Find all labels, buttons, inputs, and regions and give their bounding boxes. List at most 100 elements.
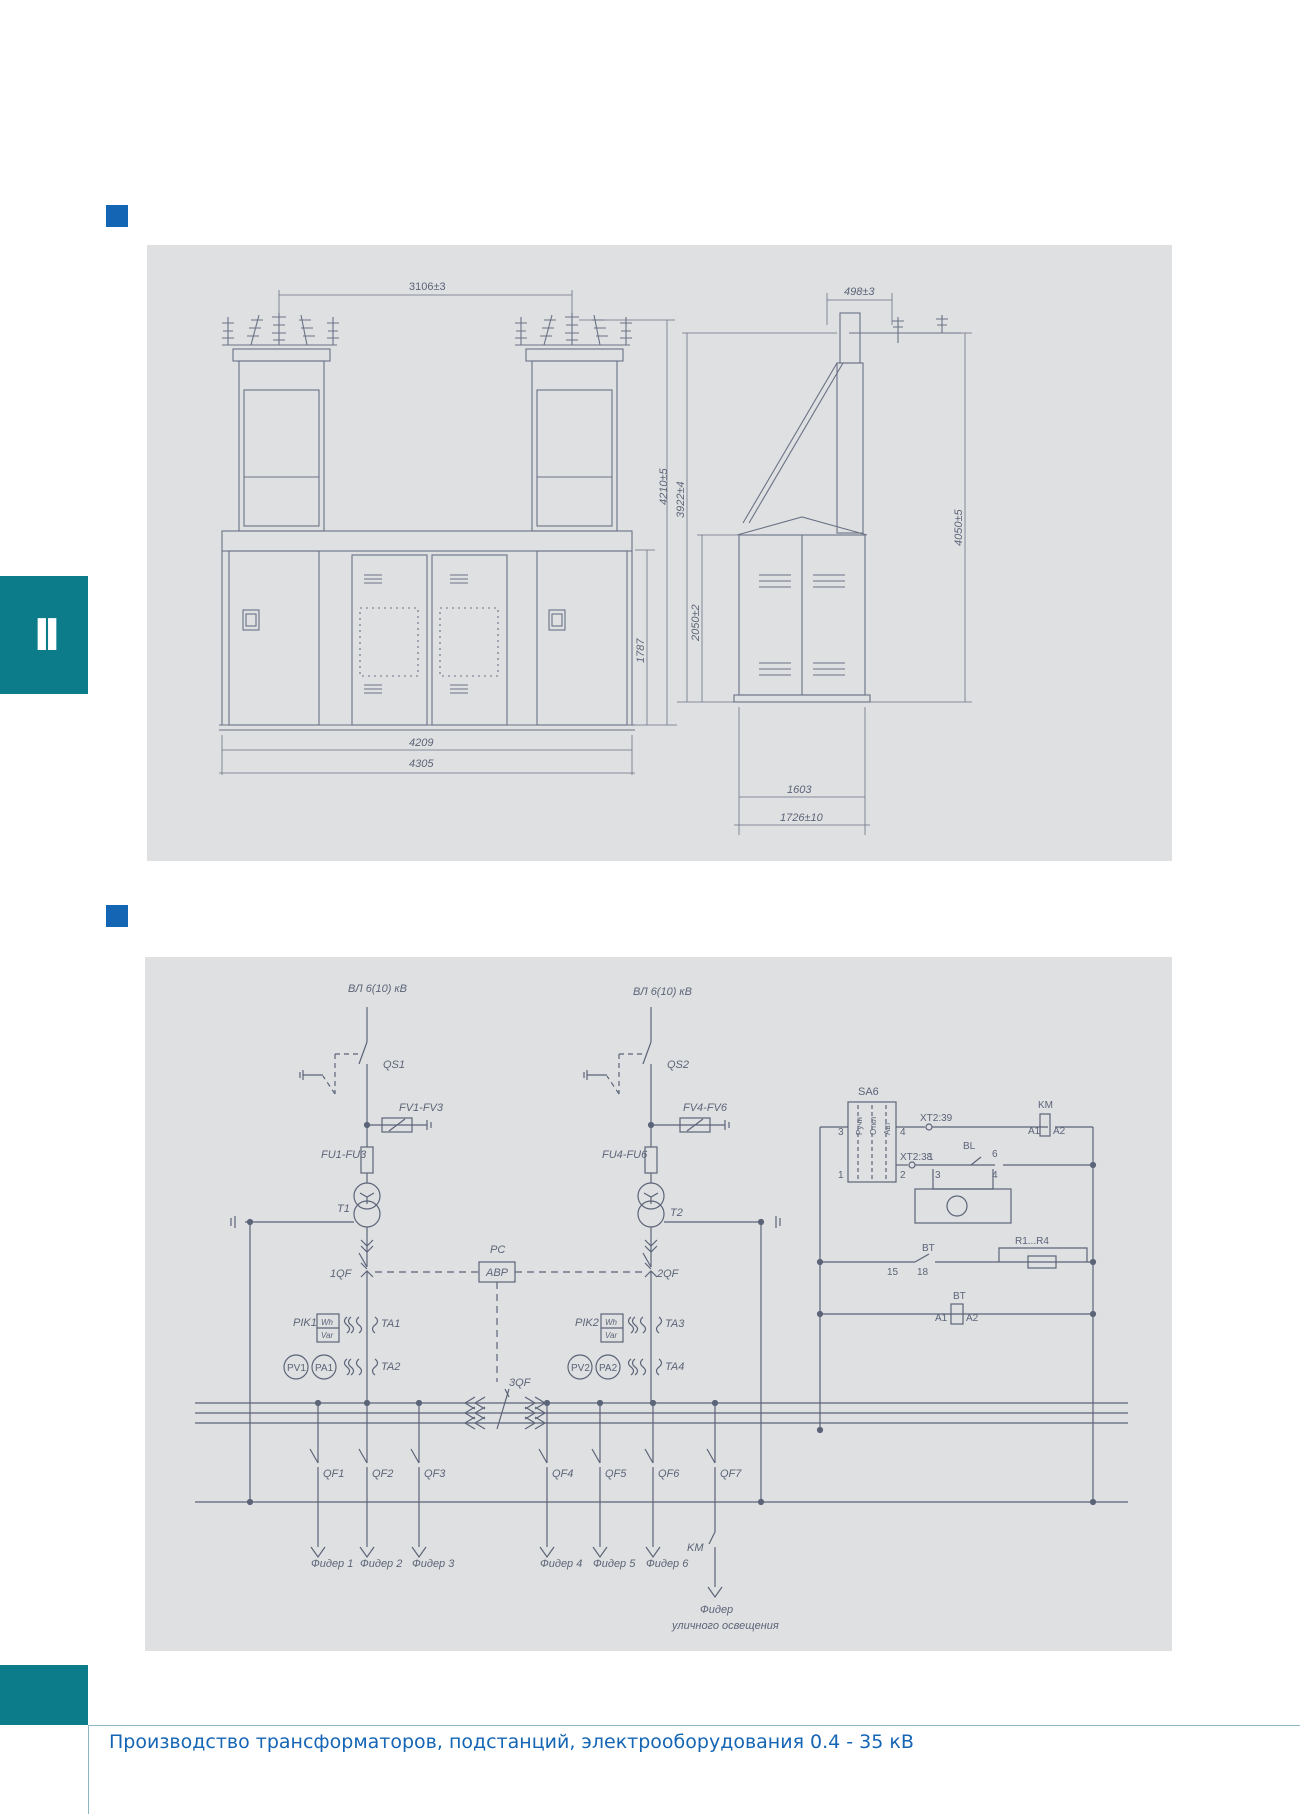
label-street-2: уличного освещения [671, 1620, 779, 1632]
label-sa6: SA6 [858, 1086, 879, 1098]
label-fv2: FV4-FV6 [683, 1102, 728, 1114]
label-bt-a1: A1 [935, 1313, 948, 1324]
front-dimensions [219, 290, 677, 775]
label-ta3: TA3 [665, 1318, 685, 1330]
label-ta1: TA1 [381, 1318, 400, 1330]
footer-vertical-rule [88, 1725, 89, 1814]
busbars [195, 1402, 1128, 1503]
label-feeder-3: Фидер 3 [412, 1558, 455, 1570]
chapter-tab-label: II [33, 609, 61, 661]
single-line-diagram: ВЛ 6(10) кВ ВЛ 6(10) кВ QS1 QS2 FV1-FV3 … [195, 983, 1128, 1632]
label-bl-6: 6 [992, 1149, 998, 1160]
label-n4: 4 [900, 1127, 906, 1138]
section-marker-1 [106, 205, 128, 227]
label-street-1: Фидер [700, 1604, 733, 1616]
label-sa6-manual: Ручн [855, 1117, 864, 1135]
label-qf6: QF6 [658, 1468, 680, 1480]
label-meter-1-var: Var [321, 1331, 333, 1340]
front-insulators-final [222, 313, 632, 346]
label-ta2: TA2 [381, 1361, 400, 1373]
dim-side-base-outer: 1726±10 [780, 812, 824, 824]
label-pa1: PA1 [315, 1363, 334, 1374]
label-feeder-4: Фидер 4 [540, 1558, 582, 1570]
dim-side-base-inner: 1603 [787, 784, 812, 796]
label-r: R1...R4 [1015, 1236, 1049, 1247]
label-n2: 2 [900, 1170, 906, 1181]
label-meter-1-wh: Wh [321, 1318, 334, 1327]
label-pv1: PV1 [287, 1363, 306, 1374]
label-2qf: 2QF [656, 1268, 680, 1280]
label-bt-a2: A2 [966, 1313, 979, 1324]
dim-height-front: 4210±5 [658, 467, 670, 505]
control-circuit [816, 1101, 1097, 1506]
label-pik2: PIK2 [575, 1317, 599, 1329]
label-qf1: QF1 [323, 1468, 344, 1480]
label-abr: АВР [485, 1267, 509, 1279]
label-qf2: QF2 [372, 1468, 393, 1480]
label-feeder-6: Фидер 6 [646, 1558, 689, 1570]
label-qf5: QF5 [605, 1468, 627, 1480]
label-fv1: FV1-FV3 [399, 1102, 444, 1114]
label-qf4: QF4 [552, 1468, 573, 1480]
label-km-coil: KM [1038, 1100, 1053, 1111]
general-view-drawing: 3106±3 4210±5 1787 4209 4305 498±3 3922±… [219, 281, 972, 835]
label-n3: 3 [838, 1127, 844, 1138]
input-2 [583, 1007, 781, 1506]
label-t1: T1 [337, 1203, 350, 1215]
chapter-tab: II [0, 576, 88, 694]
dim-side-body: 2050±2 [690, 604, 702, 642]
label-pik1: PIK1 [293, 1317, 317, 1329]
side-view [677, 293, 972, 835]
label-bl-4: 4 [992, 1170, 998, 1181]
label-sa6-off: Откл [869, 1117, 878, 1135]
footer-accent-bar [0, 1665, 88, 1725]
dim-body-height: 1787 [635, 638, 647, 663]
label-line-in-2: ВЛ 6(10) кВ [633, 986, 692, 998]
metering-2 [567, 1313, 663, 1380]
label-3qf: 3QF [509, 1377, 532, 1389]
side-dimensions [677, 293, 972, 835]
label-sa6-auto: Авт [883, 1122, 892, 1135]
dim-top-width: 3106±3 [409, 281, 446, 293]
label-qf7: QF7 [720, 1468, 742, 1480]
label-km-a1: A1 [1028, 1126, 1041, 1137]
dim-side-top: 498±3 [844, 286, 875, 298]
label-feeder-5: Фидер 5 [593, 1558, 636, 1570]
dim-base-inner: 4209 [409, 737, 433, 749]
label-bl-3: 3 [935, 1170, 941, 1181]
label-bt-1: BT [922, 1243, 935, 1254]
label-feeder-1: Фидер 1 [311, 1558, 353, 1570]
label-meter-2-wh: Wh [605, 1318, 618, 1327]
label-qs1: QS1 [383, 1059, 405, 1071]
label-bt-2: BT [953, 1291, 966, 1302]
label-line-in-1: ВЛ 6(10) кВ [348, 983, 407, 995]
label-1qf: 1QF [330, 1268, 353, 1280]
section-breaker [464, 1388, 546, 1430]
metering-1 [283, 1313, 379, 1380]
label-pc: PC [490, 1244, 505, 1256]
label-fu2: FU4-FU6 [602, 1149, 648, 1161]
dim-side-height: 4050±5 [953, 508, 965, 546]
label-n18: 18 [917, 1267, 929, 1278]
label-km-a2: A2 [1053, 1126, 1066, 1137]
label-t2: T2 [670, 1207, 683, 1219]
label-n15: 15 [887, 1267, 899, 1278]
label-feeder-2: Фидер 2 [360, 1558, 402, 1570]
input-1 [230, 1007, 432, 1506]
dim-side-total: 3922±4 [675, 481, 687, 518]
label-km-feeder: KM [687, 1542, 704, 1554]
label-ta4: TA4 [665, 1361, 684, 1373]
label-bl-1: 1 [928, 1152, 934, 1163]
label-pv2: PV2 [571, 1363, 590, 1374]
label-meter-2-var: Var [605, 1331, 617, 1340]
label-fu1: FU1-FU3 [321, 1149, 367, 1161]
dim-base-outer: 4305 [409, 758, 434, 770]
label-qs2: QS2 [667, 1059, 689, 1071]
ats-block [375, 1261, 643, 1382]
footer-rule [88, 1725, 1300, 1726]
label-bl: BL [963, 1141, 976, 1152]
label-xt1: XT2:39 [920, 1113, 953, 1124]
label-n1: 1 [838, 1170, 844, 1181]
general-view-panel: 3106±3 4210±5 1787 4209 4305 498±3 3922±… [147, 245, 1172, 861]
feeders [309, 1399, 723, 1599]
